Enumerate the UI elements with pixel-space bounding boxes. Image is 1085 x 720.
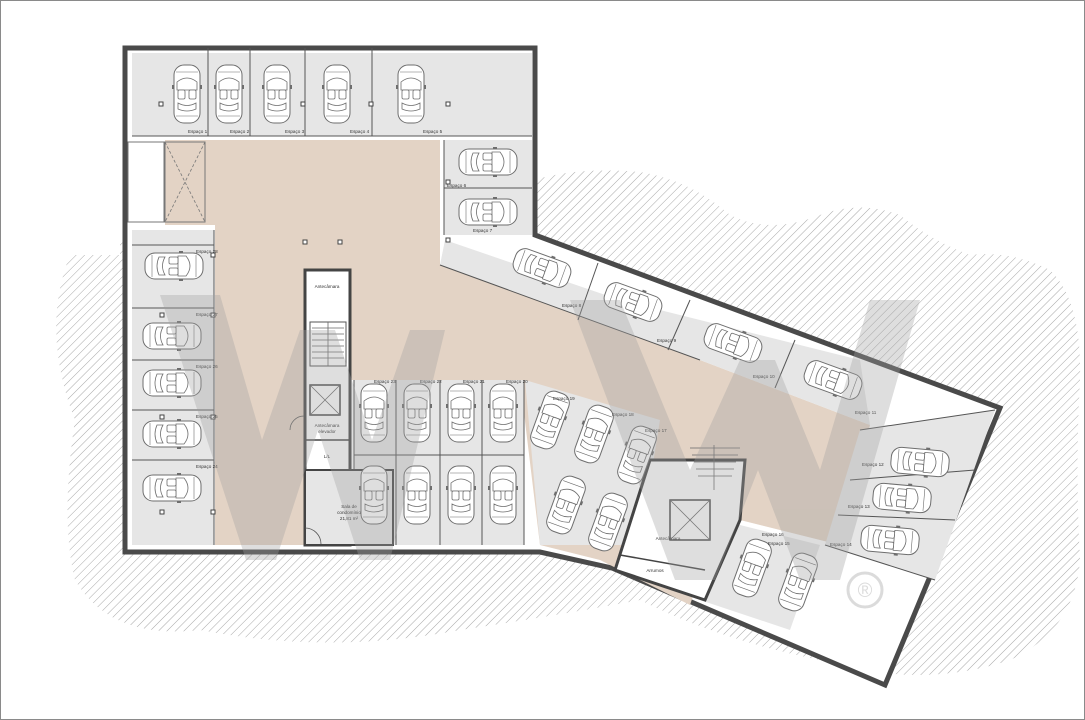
label-lt: L/L (324, 454, 331, 459)
label-antecamara-top: Antecâmara (315, 284, 340, 289)
label-space-13: Espaço 13 (848, 504, 870, 509)
label-space-1: Espaço 1 (188, 129, 208, 134)
label-sala-area: 21,81 m² (340, 516, 359, 521)
label-space-14: Espaço 14 (830, 542, 852, 547)
label-space-9: Espaço 9 (657, 338, 677, 343)
ramp (127, 141, 206, 223)
label-space-15: Espaço 15 (768, 541, 790, 546)
label-space-25: Espaço 25 (196, 414, 218, 419)
stall-lines (132, 48, 996, 581)
label-antecamara-elevador: Antecâmara (315, 423, 340, 428)
registered-mark: ® (858, 580, 873, 602)
core-left (289, 268, 394, 547)
label-space-3: Espaço 3 (285, 129, 305, 134)
watermark: ® (160, 295, 920, 609)
label-space-22: Espaço 22 (420, 379, 442, 384)
car-space-7 (458, 196, 518, 228)
car-space-4 (321, 64, 353, 124)
label-space-16: Espaço 16 (762, 532, 784, 537)
columns (158, 101, 451, 515)
label-space-2: Espaço 2 (230, 129, 250, 134)
label-space-23: Espaço 23 (374, 379, 396, 384)
car-space-23 (445, 383, 477, 443)
label-space-4: Espaço 4 (350, 129, 370, 134)
label-armazem: Arrumos (646, 568, 664, 573)
car-space-26 (487, 465, 519, 525)
car-space-6 (458, 146, 518, 178)
car-space-34 (142, 472, 202, 504)
car-space-27 (445, 465, 477, 525)
label-sala-line2: condomínio (337, 510, 361, 515)
label-space-11: Espaço 11 (855, 410, 877, 415)
label-space-18: Espaço 18 (612, 412, 634, 417)
car-space-1 (171, 64, 203, 124)
label-space-27: Espaço 27 (196, 312, 218, 317)
core-right (613, 445, 747, 602)
car-space-33 (142, 418, 202, 450)
car-space-5 (395, 64, 427, 124)
space-labels: Espaço 1 Espaço 2 Espaço 3 Espaço 4 Espa… (188, 129, 884, 547)
label-space-28: Espaço 28 (196, 249, 218, 254)
car-space-30 (144, 250, 204, 282)
label-space-10: Espaço 10 (753, 374, 775, 379)
car-space-22 (487, 383, 519, 443)
car-space-2 (213, 64, 245, 124)
label-space-24: Espaço 24 (196, 464, 218, 469)
label-space-21: Espaço 21 (463, 379, 485, 384)
label-elevador: elevador (318, 429, 336, 434)
label-space-20: Espaço 20 (506, 379, 528, 384)
car-space-3 (261, 64, 293, 124)
label-space-6: Espaço 6 (447, 183, 467, 188)
label-sala-line1: Sala de (341, 504, 357, 509)
label-space-5: Espaço 5 (423, 129, 443, 134)
label-space-7: Espaço 7 (473, 228, 493, 233)
label-space-8: Espaço 8 (562, 303, 582, 308)
label-space-26: Espaço 26 (196, 364, 218, 369)
label-space-19: Espaço 19 (553, 396, 575, 401)
label-space-17: Espaço 17 (645, 428, 667, 433)
label-antecamara-right: Antecâmara (656, 536, 681, 541)
room-labels: Antecâmara Antecâmara elevador L/L Sala … (315, 284, 681, 573)
label-space-12: Espaço 12 (862, 462, 884, 467)
